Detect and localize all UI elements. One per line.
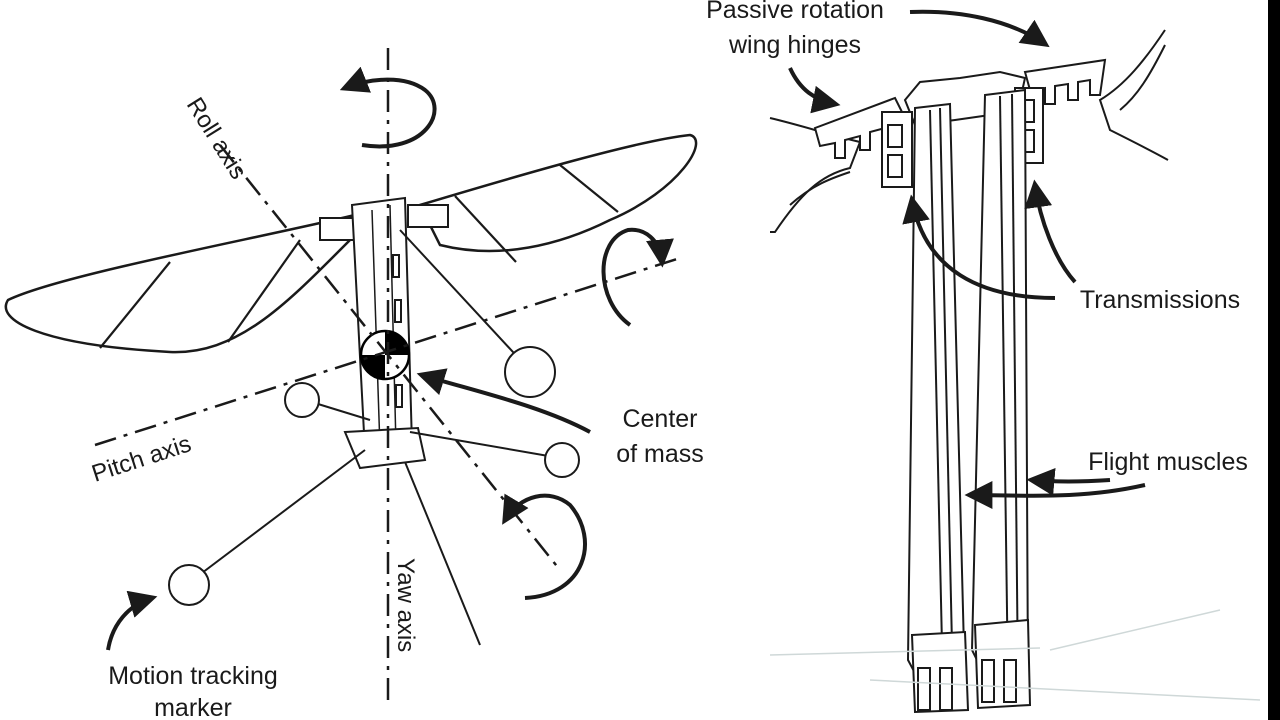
- roll-rotation-arrow: [502, 493, 587, 600]
- transmissions-label: Transmissions: [1080, 286, 1240, 314]
- hinges-label-line1: Passive rotation: [706, 0, 884, 24]
- yaw-axis-label: Yaw axis: [392, 558, 419, 652]
- yaw-rotation-arrow: [339, 66, 437, 149]
- hinge-pointer-right: [909, 9, 1050, 48]
- motion-tracking-pointer: [106, 590, 158, 651]
- center-of-mass-label-line2: of mass: [616, 440, 704, 468]
- center-of-mass-symbol: [359, 329, 411, 381]
- actuator-beams: [906, 88, 1032, 714]
- pitch-axis-label: Pitch axis: [89, 430, 195, 487]
- pitch-rotation-arrow: [601, 227, 674, 327]
- hinges-label-line2: wing hinges: [728, 31, 861, 59]
- center-of-mass-pointer: [416, 368, 591, 434]
- transmission-pointer-right: [1024, 179, 1077, 284]
- right-pointer-arrows: [788, 9, 1146, 510]
- right-wing: [418, 133, 698, 263]
- marker-ball-lower-left: [168, 564, 210, 606]
- transmission-pointer-left: [902, 194, 1056, 300]
- rotation-arrows: [339, 66, 674, 600]
- right-hinge: [1023, 58, 1107, 105]
- right-edge-bar: [1268, 0, 1280, 720]
- motion-tracking-markers: [168, 229, 580, 646]
- right-panel-wing-stubs: [769, 29, 1169, 233]
- right-panel: Passive rotation wing hinges Transmissio…: [706, 0, 1261, 714]
- hinge-pointer-left: [788, 67, 841, 114]
- marker-ball-left: [284, 382, 320, 418]
- left-wing: [4, 213, 357, 354]
- pitch-axis-line: [94, 256, 681, 447]
- center-of-mass-label-line1: Center: [622, 405, 697, 433]
- base-plane: [769, 609, 1261, 701]
- marker-ball-upper-right: [504, 346, 556, 398]
- left-pointer-arrows: [106, 368, 591, 651]
- roll-axis-label: Roll axis: [181, 93, 252, 184]
- motion-tracking-label-line1: Motion tracking: [108, 662, 278, 690]
- motion-tracking-label-line2: marker: [154, 694, 232, 720]
- right-actuator: [970, 88, 1030, 688]
- flight-muscles-label: Flight muscles: [1088, 448, 1248, 476]
- flight-muscles-pointer-right: [1026, 467, 1111, 496]
- airframe-body: [343, 196, 427, 470]
- marker-ball-right: [544, 442, 580, 478]
- left-panel: Roll axis Pitch axis Yaw axis Center of …: [4, 48, 704, 720]
